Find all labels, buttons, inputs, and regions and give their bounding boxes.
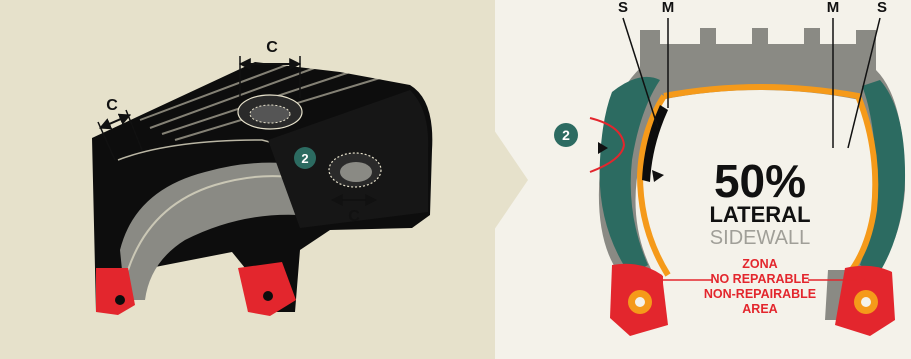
zone-marker-s-left: S (618, 0, 628, 16)
zone-marker-m-right: M (827, 0, 840, 16)
lateral-label: LATERAL (709, 202, 810, 227)
dimension-label-top: C (266, 39, 278, 56)
zone-line-1: ZONA (742, 257, 777, 271)
callout-number-left: 2 (301, 151, 308, 166)
sidewall-label: SIDEWALL (710, 227, 810, 249)
zone-line-3: NON-REPAIRABLE (704, 287, 816, 301)
zone-line-4: AREA (742, 302, 777, 316)
zone-marker-m-left: M (662, 0, 675, 16)
zone-line-2: NO REPARABLE (710, 272, 809, 286)
callout-number-right: 2 (562, 127, 570, 143)
zone-marker-s-right: S (877, 0, 887, 16)
percentage-text: 50% (714, 155, 806, 207)
dimension-label-side: C (348, 208, 360, 225)
dimension-label-left: C (106, 97, 118, 114)
